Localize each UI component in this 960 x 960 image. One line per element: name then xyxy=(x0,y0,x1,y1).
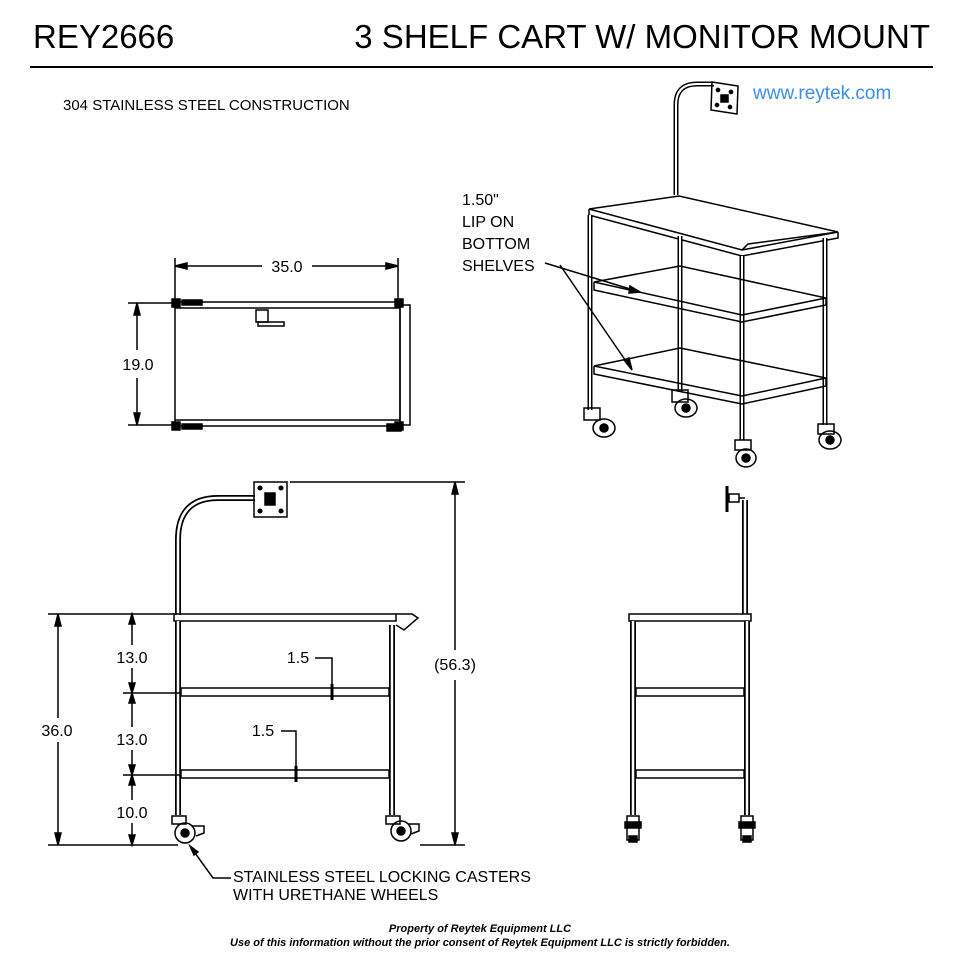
dim-arrow xyxy=(127,690,137,704)
top-view-outline xyxy=(174,301,401,427)
drawing-title: 3 SHELF CART W/ MONITOR MOUNT xyxy=(354,18,930,55)
top-view xyxy=(128,258,411,432)
dim-arrow xyxy=(451,481,459,495)
lip-leader xyxy=(544,262,641,293)
dim-arrow xyxy=(127,682,137,696)
top-view-caster xyxy=(394,298,404,308)
iso-monitor-bolt xyxy=(714,102,720,108)
dim-arrow xyxy=(127,772,137,786)
casters-callout: STAINLESS STEEL LOCKING CASTERS WITH URE… xyxy=(233,869,531,905)
side-top-shelf xyxy=(628,613,752,622)
lip-callout: 1.50" LIP ON BOTTOM SHELVES xyxy=(462,190,535,278)
dim-arrow xyxy=(127,764,137,778)
top-view-monitor-arm xyxy=(257,321,285,327)
top-view-monitor-mount xyxy=(255,309,269,323)
caster-leader xyxy=(189,845,231,879)
dim-lip-lower: 1.5 xyxy=(252,723,274,740)
material-note: 304 STAINLESS STEEL CONSTRUCTION xyxy=(63,97,350,114)
top-view-caster xyxy=(181,423,203,430)
iso-bottom-shelf-edge xyxy=(593,366,827,405)
casters-line-1: STAINLESS STEEL LOCKING CASTERS xyxy=(233,869,531,886)
lip-dim-leader xyxy=(281,730,297,766)
model-number: REY2666 xyxy=(33,18,175,55)
top-view-caster xyxy=(181,299,203,306)
side-caster xyxy=(738,815,756,843)
front-bottom-shelf xyxy=(180,769,390,779)
dim-shelf-gap-lower: 10.0 xyxy=(116,805,147,822)
front-monitor-bolt xyxy=(278,485,284,491)
front-caster xyxy=(385,815,420,842)
dim-arrow xyxy=(127,834,137,848)
lip-dim-leader xyxy=(315,657,333,684)
iso-caster xyxy=(734,439,757,468)
iso-monitor-arm-core xyxy=(675,83,714,195)
iso-bottom-shelf xyxy=(593,347,827,397)
side-bottom-shelf xyxy=(635,769,745,779)
iso-monitor-bolt xyxy=(727,104,733,110)
lip-leader xyxy=(559,264,633,371)
lip-line-1: 1.50" xyxy=(462,192,499,209)
front-monitor-arm xyxy=(175,495,255,615)
iso-caster xyxy=(817,423,842,450)
front-monitor-bolt xyxy=(257,508,263,514)
side-monitor-hub xyxy=(728,493,740,503)
iso-caster xyxy=(583,407,616,438)
iso-monitor-plate xyxy=(710,81,739,115)
front-monitor-bolt xyxy=(278,508,284,514)
front-monitor-bolt xyxy=(257,485,263,491)
dim-arrow xyxy=(451,832,459,846)
footer-disclaimer: Use of this information without the prio… xyxy=(230,937,730,949)
iso-middle-shelf-edge xyxy=(593,282,827,323)
dim-shelf-gap-middle: 13.0 xyxy=(116,732,147,749)
iso-monitor-bolt xyxy=(715,87,721,93)
top-view-caster xyxy=(171,421,181,431)
side-view xyxy=(624,486,756,843)
front-middle-shelf xyxy=(180,687,390,697)
dim-arrow xyxy=(385,262,399,270)
caster-leader-arrow xyxy=(188,843,200,857)
iso-monitor-bolt xyxy=(728,89,734,95)
front-monitor-plate xyxy=(253,481,288,518)
dim-top-width: 35.0 xyxy=(271,259,302,276)
front-handle xyxy=(395,613,420,631)
dim-overall-height: (56.3) xyxy=(434,657,476,674)
dim-arrow xyxy=(133,412,141,426)
iso-handle xyxy=(741,231,839,251)
dim-overall-shelf-height: 36.0 xyxy=(41,723,72,740)
footer-ownership: Property of Reytek Equipment LLC xyxy=(388,923,572,935)
lip-line-2: LIP ON xyxy=(462,214,515,231)
front-monitor-hub xyxy=(264,492,276,506)
dim-arrow xyxy=(54,832,62,846)
website-link[interactable]: www.reytek.com xyxy=(753,83,892,104)
iso-monitor-hub xyxy=(720,94,729,103)
front-top-shelf xyxy=(173,613,397,622)
dim-top-depth: 19.0 xyxy=(122,357,153,374)
dim-arrow xyxy=(174,262,188,270)
iso-top-shelf-edge xyxy=(588,209,839,257)
dim-lip-upper: 1.5 xyxy=(287,650,309,667)
top-view-handle xyxy=(399,304,411,426)
lip-leader-arrow xyxy=(628,284,643,294)
casters-line-2: WITH URETHANE WHEELS xyxy=(233,887,439,904)
lip-line-3: BOTTOM xyxy=(462,236,531,253)
lip-line-4: SHELVES xyxy=(462,258,535,275)
dim-arrow xyxy=(133,302,141,316)
side-caster xyxy=(624,815,642,843)
iso-caster xyxy=(671,389,698,418)
iso-top-shelf xyxy=(588,195,839,251)
dim-arrow xyxy=(54,613,62,627)
front-caster xyxy=(171,815,205,844)
front-monitor-arm-core xyxy=(176,496,255,615)
iso-monitor-arm xyxy=(673,81,714,195)
side-middle-shelf xyxy=(635,687,745,697)
title-rule xyxy=(30,66,933,68)
lip-leader-arrow xyxy=(622,356,633,371)
front-view xyxy=(48,481,465,879)
dim-arrow xyxy=(127,611,137,625)
dim-shelf-gap-upper: 13.0 xyxy=(116,650,147,667)
top-view-caster xyxy=(386,423,402,432)
isometric-view xyxy=(544,81,842,468)
